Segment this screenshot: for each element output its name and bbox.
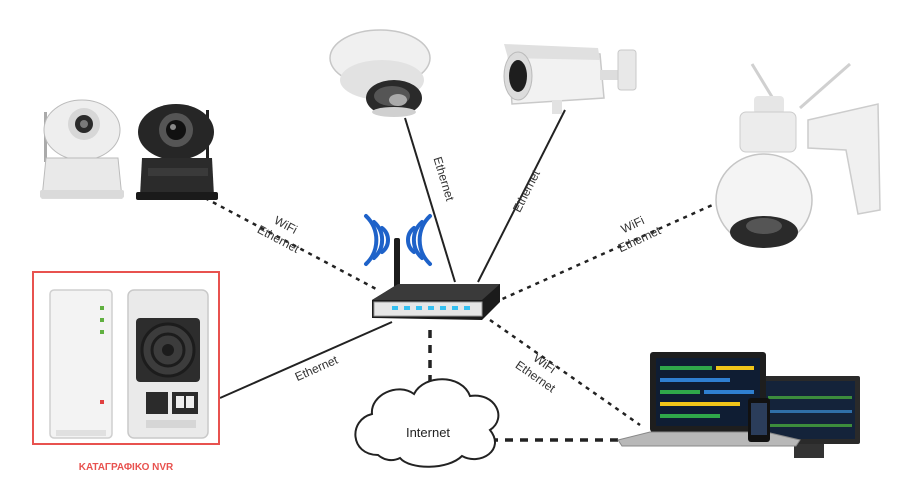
dome-camera-icon xyxy=(329,29,431,117)
ptz-camera-left-black xyxy=(136,104,218,200)
nvr-box: ΚΑΤΑΓΡΑΦΙΚΟ NVR xyxy=(32,271,220,473)
laptop-screen-bars xyxy=(660,366,754,418)
link-bullet xyxy=(477,109,566,283)
ptz-camera-left-white xyxy=(40,99,124,199)
nvr-highlight-frame xyxy=(32,271,220,445)
link-dome xyxy=(404,117,456,283)
nvr-caption: ΚΑΤΑΓΡΑΦΙΚΟ NVR xyxy=(79,462,174,473)
nvr-device-icon xyxy=(49,289,209,439)
router-icon xyxy=(372,238,500,320)
link-ptz-left xyxy=(204,196,379,292)
link-nvr xyxy=(219,321,393,399)
link-laptop xyxy=(489,318,641,427)
link-dome-label: Ethernet xyxy=(430,155,457,203)
connections xyxy=(204,109,729,442)
link-nvr-label: Ethernet xyxy=(293,352,341,384)
cloud-icon: Internet xyxy=(354,378,500,468)
laptop-icon xyxy=(617,352,860,458)
ptz-camera-right-outdoor xyxy=(715,62,881,248)
link-outdoor-ptz xyxy=(499,196,729,302)
wifi-signal-icon xyxy=(364,214,432,266)
link-bullet-label: Ethernet xyxy=(510,167,543,214)
bullet-camera-icon xyxy=(503,44,637,114)
cloud-label: Internet xyxy=(406,425,450,440)
link-labels: WiFi Ethernet Ethernet Ethernet WiFi Eth… xyxy=(255,155,664,396)
